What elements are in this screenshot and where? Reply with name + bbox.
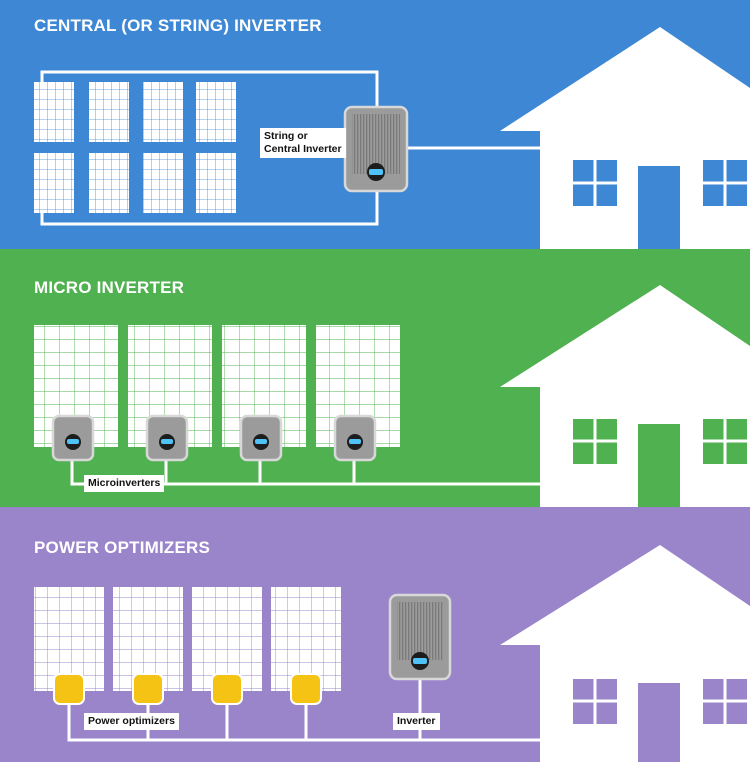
power-optimizer-icon xyxy=(53,673,85,705)
central-inverter-label: String or Central Inverter xyxy=(260,128,346,158)
solar-panel xyxy=(89,82,129,142)
solar-panel xyxy=(192,587,262,691)
section-title-central: CENTRAL (OR STRING) INVERTER xyxy=(34,16,322,35)
power-optimizers-section: POWER OPTIMIZERS Power optimizers Invert… xyxy=(0,507,750,762)
solar-panel xyxy=(196,153,236,213)
microinverter-icon xyxy=(51,414,95,462)
string-wiring xyxy=(40,70,540,226)
optimizer-inverter-icon xyxy=(388,593,452,681)
solar-panel xyxy=(143,82,183,142)
power-optimizer-icon xyxy=(211,673,243,705)
micro-wiring xyxy=(70,459,540,486)
solar-panel xyxy=(222,325,306,447)
string-solar-panels xyxy=(34,82,236,213)
power-optimizers-graphic xyxy=(34,545,750,762)
solar-panel xyxy=(196,82,236,142)
power-optimizers-label: Power optimizers xyxy=(84,713,179,730)
central-inverter-label-line1: String or xyxy=(264,130,308,142)
optimizer-solar-panels xyxy=(34,587,341,691)
power-optimizer-icon xyxy=(290,673,322,705)
solar-panel xyxy=(34,153,74,213)
central-inverter-graphic xyxy=(34,27,750,249)
solar-panel xyxy=(34,82,74,142)
central-inverter-icon xyxy=(343,105,409,193)
house-icon xyxy=(500,27,750,249)
section-title-micro: MICRO INVERTER xyxy=(34,278,185,297)
microinverter-icon xyxy=(239,414,283,462)
microinverter-icon xyxy=(333,414,377,462)
central-inverter-section: CENTRAL (OR STRING) INVERTER String or C… xyxy=(0,0,750,249)
power-optimizer-icon xyxy=(132,673,164,705)
inverter-label: Inverter xyxy=(393,713,440,730)
power-optimizer-icons xyxy=(53,673,322,705)
section-title-optimizers: POWER OPTIMIZERS xyxy=(34,538,211,557)
house-icon xyxy=(500,545,750,762)
solar-panel xyxy=(89,153,129,213)
micro-inverter-graphic xyxy=(34,285,750,507)
central-inverter-label-line2: Central Inverter xyxy=(264,143,342,155)
microinverter-icon xyxy=(145,414,189,462)
house-icon xyxy=(500,285,750,507)
microinverters-label: Microinverters xyxy=(84,475,165,492)
solar-panel xyxy=(143,153,183,213)
micro-inverter-section: MICRO INVERTER Microinverters xyxy=(0,249,750,507)
microinverter-icons xyxy=(51,414,377,462)
optimizer-wiring xyxy=(67,679,540,742)
